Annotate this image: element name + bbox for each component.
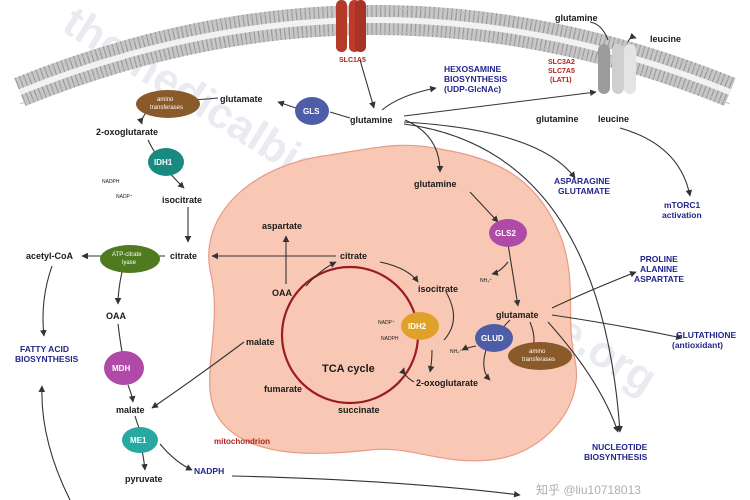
corner-watermark: 知乎 @liu10718013 [536, 483, 641, 497]
atp-citrate-lyase-enzyme: ATP-citrate lyase [100, 245, 160, 273]
glutathione-line-2: (antioxidant) [672, 340, 723, 350]
svg-text:transferases: transferases [150, 105, 183, 111]
asparagine-line-1: ASPARAGINE [554, 176, 610, 186]
svg-text:amino: amino [157, 97, 174, 103]
glutamine-mito: glutamine [414, 179, 457, 189]
svg-text:transferases: transferases [522, 357, 555, 363]
mitochondrion-label: mitochondrion [214, 437, 270, 446]
hexosamine-line-2: BIOSYNTHESIS [444, 74, 508, 84]
malate-cytosol: malate [116, 405, 145, 415]
svg-text:GLUD: GLUD [481, 334, 504, 343]
nadph-idh2: NADPH [381, 336, 399, 342]
nadp-idh1: NADP⁺ [116, 194, 133, 200]
lat1-transporter [598, 44, 636, 94]
nadph-me1: NADPH [194, 466, 224, 476]
isocitrate-cytosol: isocitrate [162, 195, 202, 205]
citrate-cytosol: citrate [170, 251, 197, 261]
oaa-mito: OAA [272, 288, 293, 298]
svg-text:ME1: ME1 [130, 436, 147, 445]
glutamine-intracellular: glutamine [536, 114, 579, 124]
citrate-mito: citrate [340, 251, 367, 261]
glutamate-mito: glutamate [496, 310, 539, 320]
mdh-enzyme: MDH [104, 351, 144, 385]
malate-mito: malate [246, 337, 275, 347]
mtorc1-line-2: activation [662, 210, 702, 220]
glutamate-cytosol: glutamate [220, 94, 263, 104]
oxoglutarate-mito: 2-oxoglutarate [416, 378, 478, 388]
proline-line-2: ALANINE [640, 264, 678, 274]
proline-line-3: ASPARTATE [634, 274, 684, 284]
idh1-enzyme: IDH1 [148, 148, 184, 176]
proline-line-1: PROLINE [640, 254, 678, 264]
hexosamine-line-3: (UDP-GlcNAc) [444, 84, 501, 94]
fatty-acid-line-2: BIOSYNTHESIS [15, 354, 79, 364]
idh2-enzyme: IDH2 [401, 312, 439, 340]
mitochondrion [208, 144, 578, 462]
glud-enzyme: GLUD [475, 324, 513, 352]
slc1a5-transporter [336, 0, 366, 52]
leucine-extracellular: leucine [650, 34, 681, 44]
tca-cycle-label: TCA cycle [322, 363, 375, 375]
glutamine-cytosol: glutamine [350, 115, 393, 125]
succinate: succinate [338, 405, 380, 415]
nadph-idh1: NADPH [102, 179, 120, 185]
aminotransferase-left-enzyme: amino transferases [136, 90, 200, 118]
svg-text:ATP-citrate: ATP-citrate [112, 252, 142, 258]
nucleotide-line-1: NUCLEOTIDE [592, 442, 648, 452]
me1-enzyme: ME1 [122, 427, 158, 453]
nh4-gls2: NH₄⁺ [480, 278, 492, 284]
glutathione-line-1: GLUTATHIONE [676, 330, 736, 340]
nadp-idh2: NADP⁺ [378, 320, 395, 326]
mtorc1-line-1: mTORC1 [664, 200, 700, 210]
slc1a5-label: SLC1A5 [339, 57, 366, 64]
hexosamine-line-1: HEXOSAMINE [444, 64, 501, 74]
leucine-intracellular: leucine [598, 114, 629, 124]
lat1-label-2: SLC7A5 [548, 68, 575, 75]
lat1-label-1: SLC3A2 [548, 59, 575, 66]
svg-text:GLS: GLS [303, 107, 320, 116]
isocitrate-mito: isocitrate [418, 284, 458, 294]
glutamine-extracellular: glutamine [555, 13, 598, 23]
acetyl-coa: acetyl-CoA [26, 251, 74, 261]
nh4-glud: NH₄⁺ [450, 349, 462, 355]
fumarate: fumarate [264, 384, 302, 394]
aspartate-mito: aspartate [262, 221, 302, 231]
svg-text:amino: amino [529, 349, 546, 355]
nucleotide-line-2: BIOSYNTHESIS [584, 452, 648, 462]
svg-text:lyase: lyase [122, 260, 137, 266]
gls2-enzyme: GLS2 [489, 219, 527, 247]
lat1-label-3: (LAT1) [550, 77, 572, 84]
pyruvate: pyruvate [125, 474, 163, 484]
asparagine-line-2: GLUTAMATE [558, 186, 610, 196]
oaa-cytosol: OAA [106, 311, 127, 321]
fatty-acid-line-1: FATTY ACID [20, 344, 69, 354]
aminotransferase-right-enzyme: amino transferases [508, 342, 572, 370]
svg-text:GLS2: GLS2 [495, 229, 516, 238]
pathway-arrows [38, 21, 693, 500]
svg-text:IDH2: IDH2 [408, 322, 427, 331]
oxoglutarate-cytosol: 2-oxoglutarate [96, 127, 158, 137]
svg-text:IDH1: IDH1 [154, 158, 173, 167]
svg-text:MDH: MDH [112, 364, 130, 373]
gls-enzyme: GLS [295, 97, 329, 125]
